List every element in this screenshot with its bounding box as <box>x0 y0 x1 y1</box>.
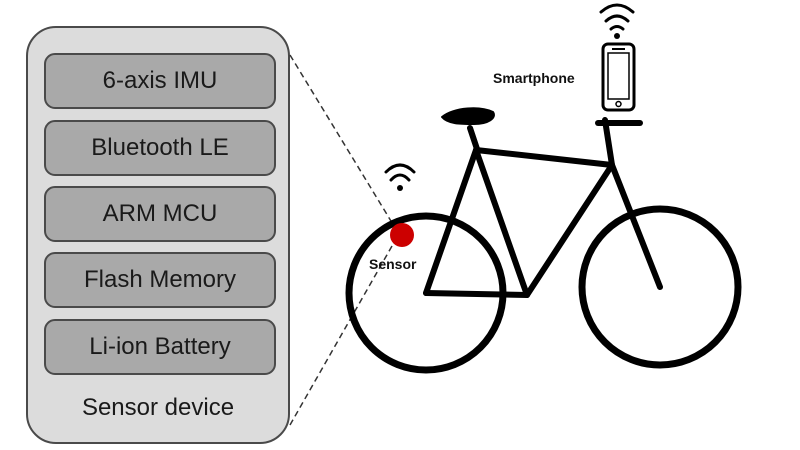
smartphone-icon <box>601 42 636 112</box>
sensor-device-panel: 6-axis IMU Bluetooth LE ARM MCU Flash Me… <box>26 26 290 444</box>
component-battery: Li-ion Battery <box>44 319 276 375</box>
sensor-device-caption: Sensor device <box>81 394 235 421</box>
bike-frame <box>423 117 663 298</box>
sensor-dot <box>390 223 414 247</box>
phone-wifi-icon <box>599 3 635 39</box>
bicycle-seat <box>441 107 495 125</box>
component-imu: 6-axis IMU <box>44 53 276 109</box>
sensor-label: Sensor <box>369 256 417 272</box>
component-mcu: ARM MCU <box>44 186 276 242</box>
front-wheel <box>578 205 742 369</box>
bicycle-icon <box>345 107 742 374</box>
zoom-lines <box>289 54 395 426</box>
component-flash-memory: Flash Memory <box>44 252 276 308</box>
smartphone-label: Smartphone <box>493 70 575 86</box>
zoom-line-bottom <box>289 245 393 426</box>
component-bluetooth: Bluetooth LE <box>44 120 276 176</box>
zoom-line-top <box>289 54 395 227</box>
sensor-wifi-icon <box>384 163 416 191</box>
